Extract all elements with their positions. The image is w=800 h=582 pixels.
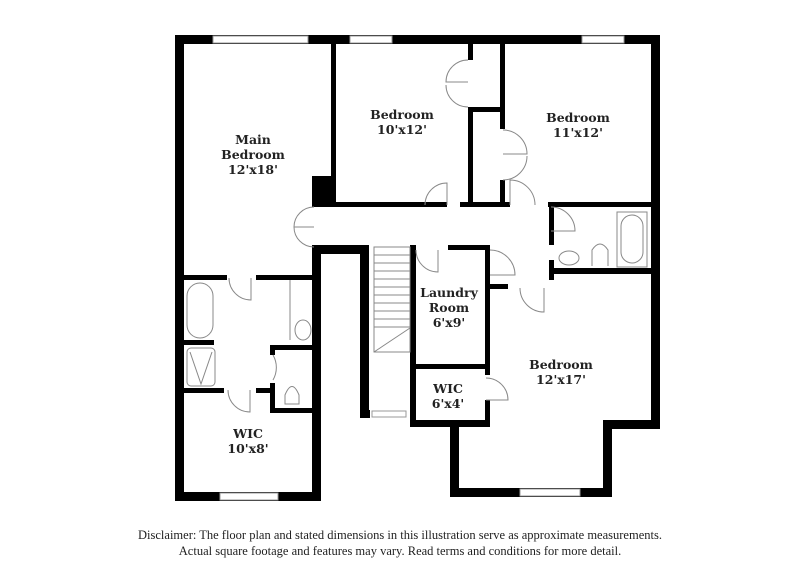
room-name: Main xyxy=(235,132,271,147)
room-dimensions: 11'x12' xyxy=(553,125,603,140)
room-dimensions: 10'x8' xyxy=(227,441,269,456)
room-label-bedroom-4: Bedroom 12'x17' xyxy=(529,357,593,387)
stairs xyxy=(373,246,411,353)
room-label-main-bedroom: Main Bedroom 12'x18' xyxy=(221,132,285,177)
room-name: WIC xyxy=(433,381,463,396)
room-name: Bedroom xyxy=(546,110,610,125)
windows xyxy=(212,35,625,501)
room-label-wic-main: WIC 10'x8' xyxy=(227,426,268,456)
disclaimer: Disclaimer: The floor plan and stated di… xyxy=(0,527,800,559)
room-name: Bedroom xyxy=(370,107,434,122)
room-name: Room xyxy=(428,300,470,315)
room-dimensions: 6'x9' xyxy=(432,315,466,330)
room-name: WIC xyxy=(233,426,263,441)
walls xyxy=(175,35,660,501)
room-dimensions: 6'x4' xyxy=(431,396,465,411)
room-name: Laundry xyxy=(420,285,478,300)
room-label-bedroom-2: Bedroom 10'x12' xyxy=(370,107,434,137)
room-label-laundry-room: Laundry Room 6'x9' xyxy=(420,285,478,330)
doors xyxy=(227,59,576,413)
room-label-wic-small: WIC 6'x4' xyxy=(432,381,465,411)
fixtures xyxy=(186,211,648,405)
disclaimer-line-1: Disclaimer: The floor plan and stated di… xyxy=(138,528,662,542)
room-dimensions: 10'x12' xyxy=(377,122,427,137)
room-name: Bedroom xyxy=(529,357,593,372)
disclaimer-line-2: Actual square footage and features may v… xyxy=(178,544,622,558)
room-dimensions: 12'x18' xyxy=(228,162,278,177)
room-dimensions: 12'x17' xyxy=(536,372,586,387)
room-name: Bedroom xyxy=(221,147,285,162)
room-label-bedroom-3: Bedroom 11'x12' xyxy=(546,110,610,140)
